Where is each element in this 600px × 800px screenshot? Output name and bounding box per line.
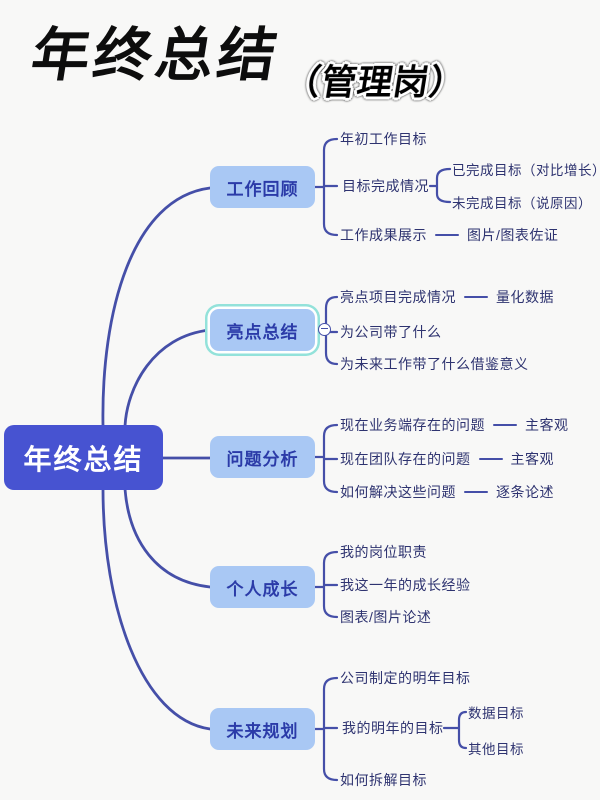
branch-5-sub-bracket bbox=[442, 710, 468, 750]
collapse-toggle-minus-icon[interactable] bbox=[318, 323, 331, 336]
leaf-node[interactable]: 公司制定的明年目标 bbox=[340, 670, 471, 686]
connector-root-to-branch-5 bbox=[101, 487, 212, 731]
detail-node[interactable]: 主客观 bbox=[525, 417, 569, 433]
leaf-row: 现在业务端存在的问题 主客观 bbox=[340, 415, 569, 435]
leaf-node[interactable]: 未完成目标（说原因） bbox=[452, 196, 592, 211]
leaf-row: 亮点项目完成情况 量化数据 bbox=[340, 287, 554, 307]
leaf-node[interactable]: 现在团队存在的问题 bbox=[340, 451, 471, 467]
branch-node-personal-growth[interactable]: 个人成长 bbox=[210, 566, 315, 608]
branch-node-problem-analysis[interactable]: 问题分析 bbox=[210, 436, 315, 478]
leaf-node[interactable]: 亮点项目完成情况 bbox=[340, 289, 456, 305]
leaf-row: 为未来工作带了什么借鉴意义 bbox=[340, 354, 529, 374]
branch-node-work-review[interactable]: 工作回顾 bbox=[210, 166, 315, 208]
leaf-row: 公司制定的明年目标 bbox=[340, 668, 471, 688]
leaf-node[interactable]: 图表/图片论述 bbox=[340, 609, 432, 625]
leaf-node[interactable]: 数据目标 bbox=[468, 706, 524, 721]
detail-node[interactable]: 图片/图表佐证 bbox=[467, 227, 559, 243]
connector-dash bbox=[435, 234, 459, 236]
leaf-row: 图表/图片论述 bbox=[340, 607, 431, 627]
branch-1-sub-bracket bbox=[428, 167, 452, 204]
branch-node-highlights-summary[interactable]: 亮点总结 bbox=[210, 309, 315, 351]
branch-3-bracket bbox=[313, 423, 339, 494]
leaf-row: 我的明年的目标 bbox=[342, 718, 444, 738]
leaf-node[interactable]: 其他目标 bbox=[468, 742, 524, 757]
detail-node[interactable]: 主客观 bbox=[510, 451, 554, 467]
detail-node[interactable]: 逐条论述 bbox=[496, 484, 554, 500]
leaf-row: 我这一年的成长经验 bbox=[340, 575, 471, 595]
connector-dash bbox=[493, 424, 517, 426]
leaf-row: 我的岗位职责 bbox=[340, 542, 427, 562]
branch-1-bracket bbox=[313, 137, 339, 237]
leaf-row: 年初工作目标 bbox=[340, 129, 427, 149]
leaf-row: 工作成果展示 图片/图表佐证 bbox=[340, 225, 558, 245]
leaf-node[interactable]: 现在业务端存在的问题 bbox=[340, 417, 485, 433]
leaf-node[interactable]: 目标完成情况 bbox=[342, 178, 429, 194]
connector-root-to-branch-2 bbox=[123, 328, 212, 428]
leaf-node[interactable]: 工作成果展示 bbox=[340, 227, 427, 243]
leaf-node[interactable]: 我的明年的目标 bbox=[342, 720, 444, 736]
leaf-row: 如何解决这些问题 逐条论述 bbox=[340, 482, 554, 502]
leaf-row: 数据目标 bbox=[468, 702, 524, 722]
leaf-row: 其他目标 bbox=[468, 738, 524, 758]
connector-dash bbox=[478, 458, 503, 460]
leaf-node[interactable]: 为公司带了什么 bbox=[340, 324, 442, 340]
detail-node[interactable]: 量化数据 bbox=[496, 289, 554, 305]
leaf-node[interactable]: 已完成目标（对比增长） bbox=[452, 163, 600, 178]
leaf-node[interactable]: 我这一年的成长经验 bbox=[340, 577, 471, 593]
connector-root-to-branch-4 bbox=[123, 487, 212, 589]
leaf-row: 如何拆解目标 bbox=[340, 770, 427, 790]
leaf-row: 目标完成情况 bbox=[342, 176, 429, 196]
connector-root-to-branch-1 bbox=[101, 186, 212, 428]
branch-5-bracket bbox=[313, 676, 339, 782]
leaf-node[interactable]: 我的岗位职责 bbox=[340, 544, 427, 560]
leaf-node[interactable]: 为未来工作带了什么借鉴意义 bbox=[340, 356, 529, 372]
root-node[interactable]: 年终总结 bbox=[4, 425, 163, 490]
leaf-row: 已完成目标（对比增长） bbox=[452, 159, 600, 179]
leaf-node[interactable]: 年初工作目标 bbox=[340, 131, 427, 147]
leaf-node[interactable]: 如何拆解目标 bbox=[340, 772, 427, 788]
branch-node-future-planning[interactable]: 未来规划 bbox=[210, 708, 315, 750]
connector-dash bbox=[464, 491, 488, 493]
leaf-node[interactable]: 如何解决这些问题 bbox=[340, 484, 456, 500]
branch-4-bracket bbox=[313, 550, 339, 619]
leaf-row: 未完成目标（说原因） bbox=[452, 192, 592, 212]
leaf-row: 现在团队存在的问题 主客观 bbox=[340, 449, 554, 469]
connector-dash bbox=[464, 296, 488, 298]
leaf-row: 为公司带了什么 bbox=[340, 322, 442, 342]
